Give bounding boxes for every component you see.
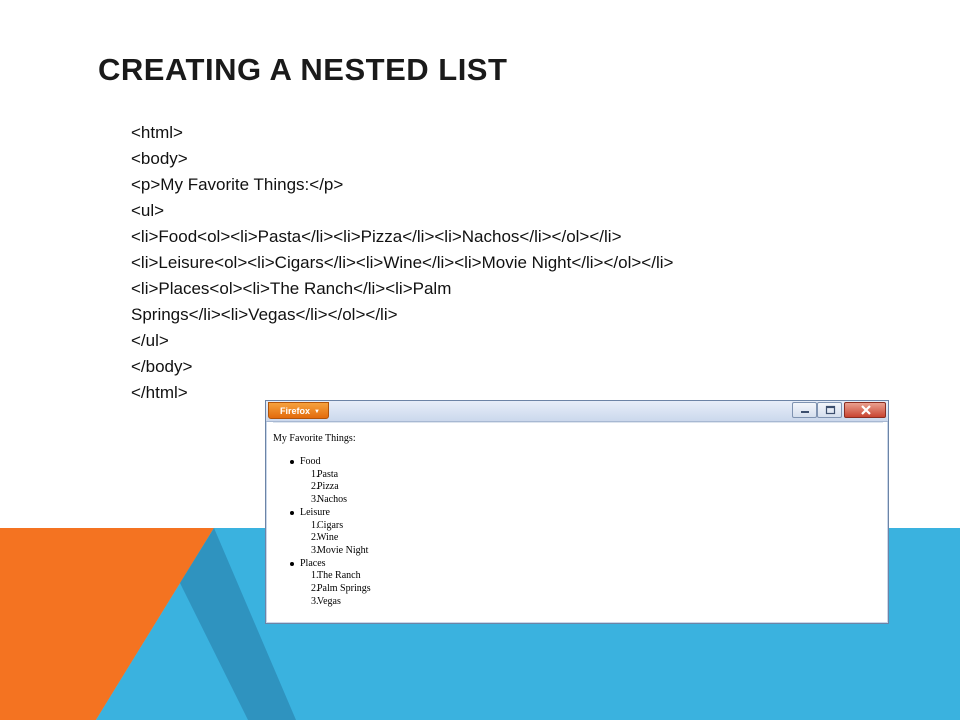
item-text: Movie Night [317, 544, 369, 556]
close-icon [861, 405, 871, 415]
item-text: Palm Springs [317, 583, 371, 595]
list-item: Leisure 1.Cigars 2.Wine 3.Movie Night [273, 507, 371, 558]
ordered-list-item: 1.Pasta [300, 469, 371, 482]
list-item-label: Food [300, 456, 321, 467]
item-number: 1. [311, 519, 319, 531]
ordered-list: 1.The Ranch 2.Palm Springs 3.Vegas [300, 570, 371, 608]
ordered-list-item: 3.Movie Night [300, 545, 371, 558]
item-text: Wine [317, 532, 339, 544]
item-number: 3. [311, 595, 319, 607]
list-item: Food 1.Pasta 2.Pizza 3.Nachos [273, 456, 371, 507]
ordered-list: 1.Pasta 2.Pizza 3.Nachos [300, 469, 371, 507]
code-line: <ul> [131, 201, 165, 220]
item-number: 2. [311, 583, 319, 595]
list-item-label: Leisure [300, 506, 330, 518]
firefox-menu-label: Firefox [280, 406, 311, 416]
code-line: <p>My Favorite Things:</p> [131, 175, 344, 194]
minimize-button[interactable] [792, 402, 817, 418]
unordered-list: Food 1.Pasta 2.Pizza 3.Nachos Leisure 1.… [273, 456, 371, 608]
item-text: Nachos [317, 494, 347, 506]
browser-title-bar: Firefox▼ [266, 401, 888, 422]
list-item-label: Places [300, 557, 326, 569]
item-number: 3. [311, 544, 319, 556]
maximize-button[interactable] [817, 402, 842, 418]
code-line: <li>Places<ol><li>The Ranch</li><li>Palm [131, 279, 452, 298]
item-number: 3. [311, 494, 319, 506]
code-line: </body> [131, 357, 193, 376]
dark-blue-diagonal-shape [180, 528, 296, 720]
firefox-menu-button[interactable]: Firefox▼ [268, 402, 329, 419]
code-line: <html> [131, 123, 183, 142]
slide-title: CREATING A NESTED LIST [98, 52, 508, 87]
ordered-list-item: 3.Nachos [300, 494, 371, 507]
ordered-list-item: 2.Palm Springs [300, 583, 371, 596]
code-line: <li>Food<ol><li>Pasta</li><li>Pizza</li>… [131, 227, 622, 246]
browser-page-content: My Favorite Things: Food 1.Pasta 2.Pizza… [273, 422, 883, 618]
maximize-icon [825, 405, 836, 415]
html-code-block: <html> <body> <p>My Favorite Things:</p>… [131, 120, 831, 406]
item-number: 2. [311, 481, 319, 493]
item-text: The Ranch [317, 570, 361, 582]
item-text: Cigars [317, 519, 344, 531]
code-line: Springs</li><li>Vegas</li></ol></li> [131, 305, 398, 324]
item-number: 2. [311, 532, 319, 544]
code-line: <li>Leisure<ol><li>Cigars</li><li>Wine</… [131, 253, 674, 272]
ordered-list-item: 1.Cigars [300, 520, 371, 533]
ordered-list-item: 3.Vegas [300, 596, 371, 609]
list-item: Places 1.The Ranch 2.Palm Springs 3.Vega… [273, 558, 371, 609]
page-paragraph: My Favorite Things: [273, 433, 356, 444]
code-line: </ul> [131, 331, 169, 350]
ordered-list-item: 1.The Ranch [300, 570, 371, 583]
item-number: 1. [311, 570, 319, 582]
chevron-down-icon: ▼ [314, 409, 320, 415]
ordered-list-item: 2.Pizza [300, 481, 371, 494]
item-text: Vegas [317, 595, 341, 607]
firefox-window-screenshot: Firefox▼ My Favorite Things: Food 1.Past… [265, 400, 889, 624]
code-line: <body> [131, 149, 188, 168]
close-button[interactable] [844, 402, 886, 418]
ordered-list-item: 2.Wine [300, 532, 371, 545]
orange-corner-shape [0, 528, 214, 720]
ordered-list: 1.Cigars 2.Wine 3.Movie Night [300, 520, 371, 558]
minimize-icon [801, 411, 809, 413]
item-text: Pizza [317, 481, 339, 493]
code-line: </html> [131, 383, 188, 402]
item-text: Pasta [317, 468, 339, 480]
item-number: 1. [311, 468, 319, 480]
